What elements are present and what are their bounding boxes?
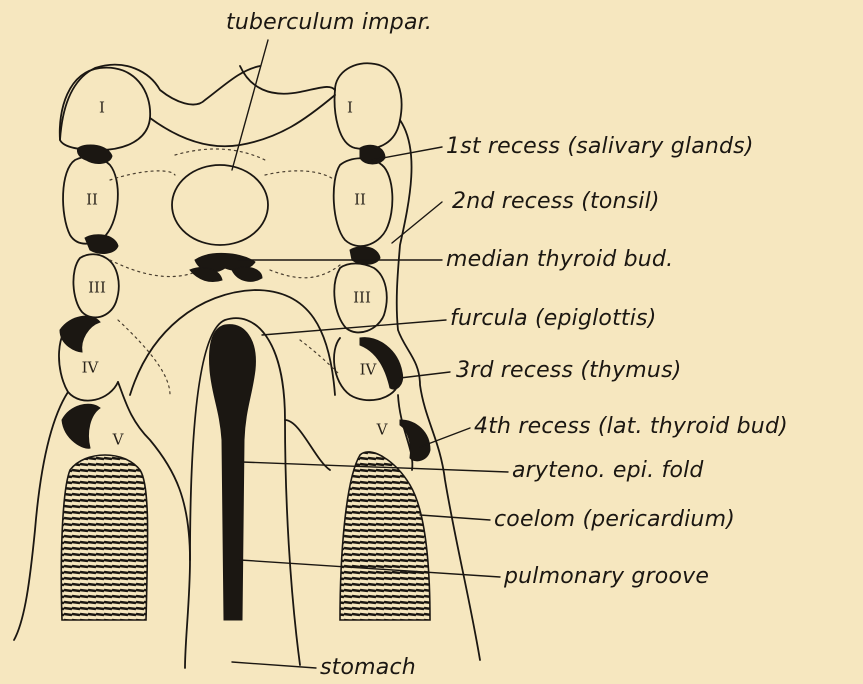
- right-recess-1: [360, 145, 385, 164]
- mesoderm-dots-5: [118, 320, 170, 395]
- label-recess4: 4th recess (lat. thyroid bud): [474, 416, 788, 438]
- mesoderm-dots-3: [110, 260, 200, 277]
- left-coelom: [61, 455, 147, 620]
- label-recess1: 1st recess (salivary glands): [446, 136, 754, 158]
- median-thyroid-bud-3: [232, 267, 262, 281]
- label-coelom: coelom (pericardium): [494, 509, 735, 531]
- label-median-thyroid: median thyroid bud.: [446, 249, 673, 271]
- top-central-arch: [150, 95, 335, 146]
- leader-recess2: [392, 202, 442, 243]
- mesoderm-dots-7: [175, 149, 265, 160]
- right-arch-label-5: V: [377, 423, 388, 438]
- left-recess-2: [85, 235, 118, 254]
- left-outer-outline: [60, 65, 260, 140]
- left-lower-edge: [14, 392, 68, 640]
- leader-stomach: [232, 662, 316, 668]
- label-furcula: furcula (epiglottis): [450, 308, 657, 330]
- left-recess-3: [60, 316, 100, 352]
- right-tube-edge: [285, 420, 330, 470]
- right-arch-label-3: III: [353, 291, 371, 306]
- right-recess-2: [350, 247, 380, 265]
- right-arch-label-4: IV: [360, 363, 377, 378]
- tuberculum-shape: [172, 165, 268, 245]
- leader-tuberculum: [232, 40, 268, 170]
- left-recess-1: [77, 145, 112, 164]
- mesoderm-dots-4: [270, 265, 340, 278]
- label-recess3: 3rd recess (thymus): [456, 360, 682, 382]
- label-stomach: stomach: [320, 657, 416, 679]
- left-arch-label-3: III: [88, 281, 106, 296]
- mesoderm-dots-2: [265, 171, 335, 180]
- label-aryteno: aryteno. epi. fold: [512, 460, 704, 482]
- right-arch-label-2: II: [354, 193, 366, 208]
- left-arch-label-4: IV: [82, 361, 99, 376]
- label-recess2: 2nd recess (tonsil): [452, 191, 660, 213]
- pulmonary-groove-shape: [210, 325, 256, 620]
- left-arch-label-1: I: [99, 101, 105, 116]
- label-tuberculum: tuberculum impar.: [226, 12, 432, 34]
- leader-coelom: [420, 515, 490, 520]
- label-pulmonary: pulmonary groove: [504, 566, 709, 588]
- right-arch-I: [335, 63, 402, 149]
- right-arch-label-1: I: [347, 101, 353, 116]
- right-recess-4: [400, 420, 430, 461]
- leader-recess3: [400, 372, 450, 378]
- mesoderm-dots-1: [110, 171, 175, 180]
- right-coelom: [340, 452, 430, 620]
- left-arch-label-5: V: [113, 433, 124, 448]
- left-arch-label-2: II: [86, 193, 98, 208]
- left-recess-4: [62, 404, 100, 448]
